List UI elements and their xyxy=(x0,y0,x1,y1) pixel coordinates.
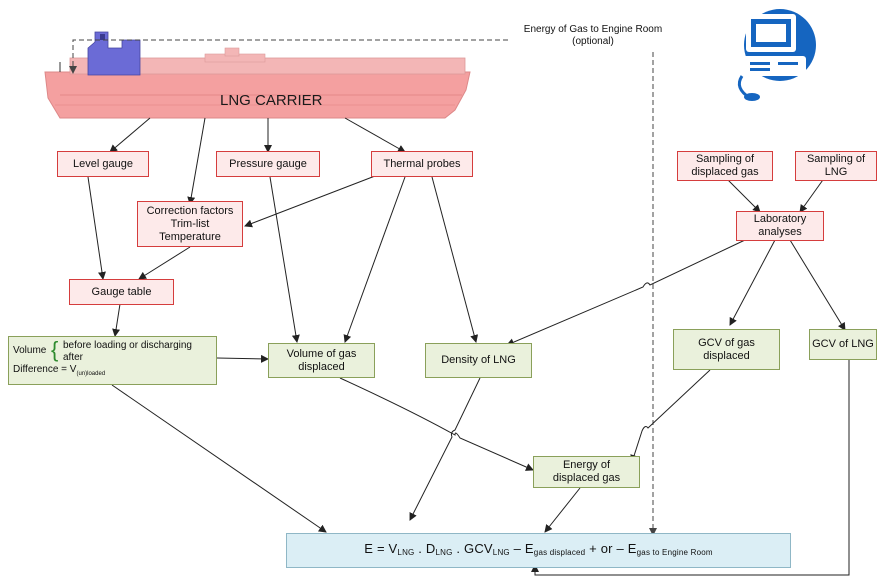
energy-formula: E = VLNG . DLNG . GCVLNG – Egas displace… xyxy=(364,541,713,557)
correction-factors-line1: Correction factors xyxy=(146,204,234,217)
gcv-gas-line1: GCV of gas xyxy=(698,336,755,349)
volume-gas-displaced-box: Volume of gas displaced xyxy=(268,343,375,378)
ship-label-text: LNG CARRIER xyxy=(220,92,323,109)
level-gauge-box: Level gauge xyxy=(57,151,149,177)
volume-brace-icon: { xyxy=(51,337,59,362)
engine-room-connector xyxy=(69,39,657,536)
volume-difference: Difference = V xyxy=(13,364,77,375)
sampling-lng-line1: Sampling of xyxy=(806,153,866,165)
volume-line1: before loading or discharging xyxy=(63,340,192,351)
pressure-gauge-label: Pressure gauge xyxy=(229,157,307,170)
volume-prefix: Volume xyxy=(13,345,47,356)
gcv-lng-label: GCV of LNG xyxy=(812,338,874,350)
volume-gas-line2: displaced xyxy=(298,360,345,373)
energy-displaced-line2: displaced gas xyxy=(552,472,621,484)
lng-carrier-ship xyxy=(44,31,471,119)
energy-displaced-line1: Energy of xyxy=(562,459,611,471)
thermal-probes-label: Thermal probes xyxy=(383,157,461,170)
sampling-displaced-line1: Sampling of xyxy=(695,153,755,165)
pressure-gauge-box: Pressure gauge xyxy=(216,151,320,177)
engine-room-note-line2: (optional) xyxy=(572,36,614,47)
volume-difference-sub: (un)loaded xyxy=(76,371,106,377)
sampling-displaced-gas-box: Sampling of displaced gas xyxy=(677,151,773,181)
energy-formula-box: E = VLNG . DLNG . GCVLNG – Egas displace… xyxy=(286,533,791,568)
correction-factors-box: Correction factors Trim-list Temperature xyxy=(137,201,243,247)
sampling-lng-box: Sampling of LNG xyxy=(795,151,877,181)
arrows xyxy=(87,117,850,576)
computer-icon xyxy=(737,9,816,101)
laboratory-analyses-box: Laboratory analyses xyxy=(736,211,824,241)
engine-room-note-line1: Energy of Gas to Engine Room xyxy=(523,24,663,35)
correction-factors-line3: Temperature xyxy=(159,230,221,243)
gcv-lng-box: GCV of LNG xyxy=(809,329,877,360)
laboratory-line2: analyses xyxy=(758,226,802,238)
density-lng-label: Density of LNG xyxy=(441,354,516,366)
gauge-table-box: Gauge table xyxy=(69,279,174,305)
correction-factors-line2: Trim-list xyxy=(170,217,210,230)
level-gauge-label: Level gauge xyxy=(73,157,133,170)
density-lng-box: Density of LNG xyxy=(425,343,532,378)
engine-room-note: Energy of Gas to Engine Room (optional) xyxy=(508,24,678,48)
gcv-gas-displaced-box: GCV of gas displaced xyxy=(673,329,780,370)
energy-displaced-gas-box: Energy of displaced gas xyxy=(533,456,640,488)
volume-gas-line1: Volume of gas xyxy=(286,347,357,360)
gcv-gas-line2: displaced xyxy=(703,349,750,362)
ship-accommodation-tower xyxy=(87,31,141,76)
volume-line2: after xyxy=(63,352,84,363)
sampling-displaced-line2: displaced gas xyxy=(691,166,759,178)
volume-box: Volume { before loading or discharging a… xyxy=(8,336,217,385)
sampling-lng-line2: LNG xyxy=(824,166,848,178)
gauge-table-label: Gauge table xyxy=(91,285,152,298)
thermal-probes-box: Thermal probes xyxy=(371,151,473,177)
laboratory-line1: Laboratory xyxy=(753,213,807,225)
